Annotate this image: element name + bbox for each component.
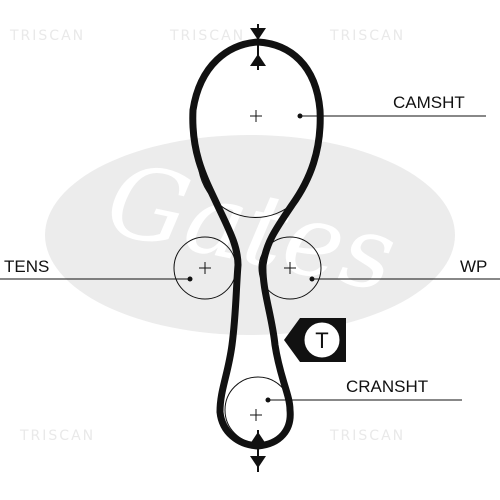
crankshaft-label: CRANSHT bbox=[346, 377, 428, 396]
tension-marker-letter: T bbox=[315, 328, 328, 353]
crankshaft-center-mark bbox=[250, 409, 262, 421]
watermark-pattern: TRISCAN TRISCAN TRISCAN TRISCAN TRISCAN bbox=[9, 28, 405, 444]
camshaft-leader-dot bbox=[297, 113, 303, 119]
leader-lines bbox=[0, 115, 500, 401]
watermark-row-1b: TRISCAN bbox=[169, 28, 245, 44]
water-pump-pulley bbox=[258, 236, 322, 300]
pulley-center-marks bbox=[199, 110, 296, 421]
cam-timing-line bbox=[257, 24, 259, 70]
water-pump-label: WP bbox=[460, 257, 487, 276]
crankshaft-leader-dot bbox=[265, 397, 271, 403]
watermark-row-1: TRISCAN bbox=[9, 28, 85, 44]
water-pump-center-mark bbox=[284, 262, 296, 274]
leader-dots bbox=[187, 113, 315, 403]
crank-timing-line bbox=[257, 430, 259, 472]
tension-marker-badge: T bbox=[284, 318, 346, 362]
watermark-row-1c: TRISCAN bbox=[329, 28, 405, 44]
tensioner-label: TENS bbox=[4, 257, 49, 276]
watermark-row-2b: TRISCAN bbox=[329, 428, 405, 444]
tensioner-center-mark bbox=[199, 262, 211, 274]
tensioner-leader-dot bbox=[187, 276, 193, 282]
watermark: TRISCAN TRISCAN TRISCAN TRISCAN TRISCAN … bbox=[9, 28, 455, 444]
watermark-row-2: TRISCAN bbox=[19, 428, 95, 444]
camshaft-label: CAMSHT bbox=[393, 93, 465, 112]
water-pump-leader-dot bbox=[309, 276, 315, 282]
tension-marker-circle bbox=[303, 321, 341, 359]
camshaft-center-mark bbox=[250, 110, 262, 122]
gates-logo-ellipse bbox=[45, 135, 455, 335]
timing-marks bbox=[250, 24, 266, 472]
